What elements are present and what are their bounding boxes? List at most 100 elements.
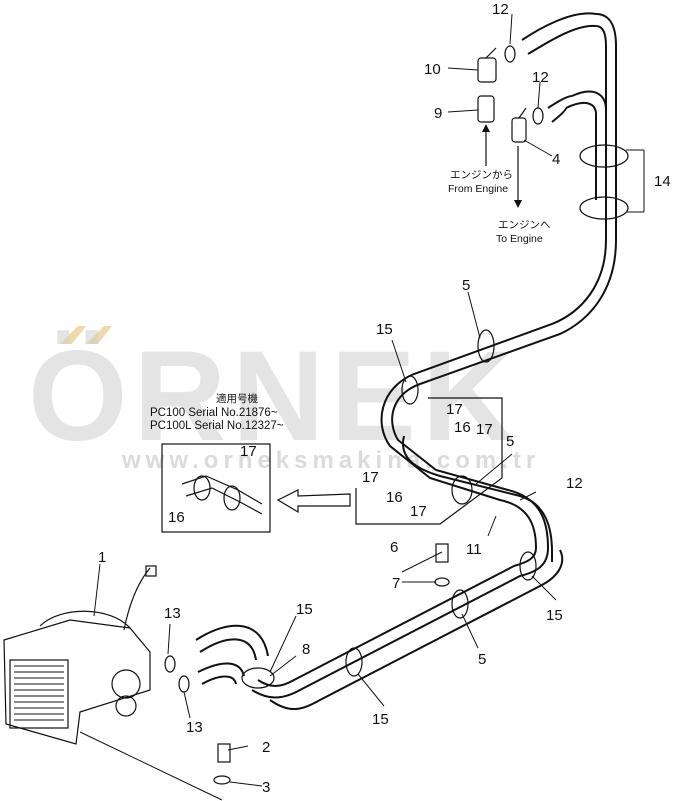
bolt-2-leader <box>79 731 223 801</box>
callout-1: 1 <box>98 549 106 566</box>
heater-unit <box>3 565 231 801</box>
heater-body <box>3 619 151 745</box>
to-engine-en: To Engine <box>496 233 543 245</box>
callout-5-lower: 5 <box>478 651 486 668</box>
from-engine-en: From Engine <box>448 183 508 195</box>
band-5-upper <box>477 329 495 363</box>
callout-2: 2 <box>262 739 270 756</box>
clamp-14-lower <box>579 196 629 220</box>
heater-port-upper <box>111 669 141 699</box>
band-5-lower <box>451 589 469 619</box>
callout-15-right: 15 <box>546 607 563 624</box>
detail-source-outline <box>355 397 503 525</box>
heater-connector <box>145 565 157 577</box>
washer-12-mid <box>532 107 544 125</box>
bolt-6 <box>435 543 449 563</box>
washer-3 <box>213 775 231 785</box>
applicable-serial-label: 適用号機 <box>216 392 258 405</box>
callout-5-mid: 5 <box>506 433 514 450</box>
callout-5-upper: 5 <box>462 277 470 294</box>
hose-top-right <box>521 12 597 41</box>
heater-wire <box>123 567 151 631</box>
pipe-clamps <box>241 144 629 689</box>
callout-17-detail: 17 <box>240 443 257 460</box>
callout-9: 9 <box>434 105 442 122</box>
callout-7: 7 <box>392 575 400 592</box>
arrow-up-icon <box>482 124 490 132</box>
heater-port-lower <box>115 695 137 717</box>
detail-pipe-2 <box>185 487 263 515</box>
band-15-lower <box>345 647 363 677</box>
callout-4: 4 <box>552 151 560 168</box>
callout-numbers: 1 2 3 4 5 5 5 6 7 8 9 10 11 12 12 12 13 … <box>98 1 671 796</box>
callout-8: 8 <box>302 641 310 658</box>
callout-12-mid: 12 <box>532 69 549 86</box>
callout-16-detail: 16 <box>168 509 185 526</box>
detail-pipe <box>181 475 263 505</box>
callout-16-left: 16 <box>386 489 403 506</box>
callout-15-upper: 15 <box>376 321 393 338</box>
serial-line-2: PC100L Serial No.12327~ <box>150 420 284 432</box>
callout-17-left: 17 <box>362 469 379 486</box>
valve-10 <box>477 57 497 83</box>
hose-mid-right-inner <box>551 107 567 123</box>
callout-12-right: 12 <box>566 475 583 492</box>
hose-lower-inner <box>201 675 237 685</box>
callout-15-lower: 15 <box>372 711 389 728</box>
detail-clip-right <box>223 485 241 511</box>
watermark: ÖRNEK www.orneksmakina.com.tr <box>28 325 540 474</box>
fasteners-mid <box>434 543 450 587</box>
heater-pipe-assembly <box>195 12 617 710</box>
callout-3: 3 <box>262 779 270 796</box>
engine-notes: エンジンから From Engine エンジンへ To Engine <box>448 169 551 245</box>
callout-11: 11 <box>466 541 482 558</box>
callout-15-left: 15 <box>296 601 313 618</box>
heater-grille-lines <box>14 665 64 721</box>
engine-connections <box>477 45 544 208</box>
callout-17-bottom: 17 <box>410 503 427 520</box>
callout-10: 10 <box>424 61 441 78</box>
callout-13-lower: 13 <box>186 719 203 736</box>
clamp-5-mid <box>451 475 473 505</box>
to-engine-jp: エンジンへ <box>498 219 551 231</box>
arrow-down-icon <box>514 200 522 208</box>
pipe-return-lower <box>402 435 553 562</box>
fitting-9 <box>477 95 495 123</box>
callout-6: 6 <box>390 539 398 556</box>
pipe-return-upper <box>571 90 607 200</box>
callout-14: 14 <box>654 173 671 190</box>
detail-frame <box>161 443 271 533</box>
callout-17-top: 17 <box>446 401 463 418</box>
pipe-inner-line <box>257 25 607 687</box>
hose-lower <box>197 662 245 677</box>
washer-12-top <box>504 45 516 63</box>
heater-top-curve <box>39 610 131 629</box>
valve-4-handle <box>518 107 527 119</box>
hose-top-right-inner <box>527 24 597 55</box>
band-15-upper <box>401 375 419 405</box>
callout-13-upper: 13 <box>164 605 181 622</box>
clip-8 <box>241 667 275 689</box>
callout-17-right: 17 <box>476 421 493 438</box>
detail-pointer-arrow-icon <box>276 489 351 514</box>
hose-upper-inner <box>199 638 257 661</box>
valve-10-handle <box>485 47 497 59</box>
hose-upper <box>195 624 269 657</box>
valve-4 <box>511 117 527 143</box>
washer-13-upper <box>164 655 176 673</box>
hose-mid-right <box>547 95 573 109</box>
watermark-url: www.orneksmakina.com.tr <box>121 447 540 474</box>
callout-16-right: 16 <box>454 419 471 436</box>
detail-inset: 適用号機 PC100 Serial No.21876~ PC100L Seria… <box>150 392 503 533</box>
from-engine-jp: エンジンから <box>450 169 513 181</box>
pipe-return-upper-inner <box>565 101 597 200</box>
band-15-right <box>519 551 537 581</box>
washer-13-lower <box>178 675 190 693</box>
washer-7 <box>434 577 450 587</box>
callout-12-top: 12 <box>492 1 509 18</box>
watermark-accent-mark <box>86 326 112 344</box>
serial-line-1: PC100 Serial No.21876~ <box>150 407 278 419</box>
pipe-return-lower-2 <box>269 549 564 710</box>
